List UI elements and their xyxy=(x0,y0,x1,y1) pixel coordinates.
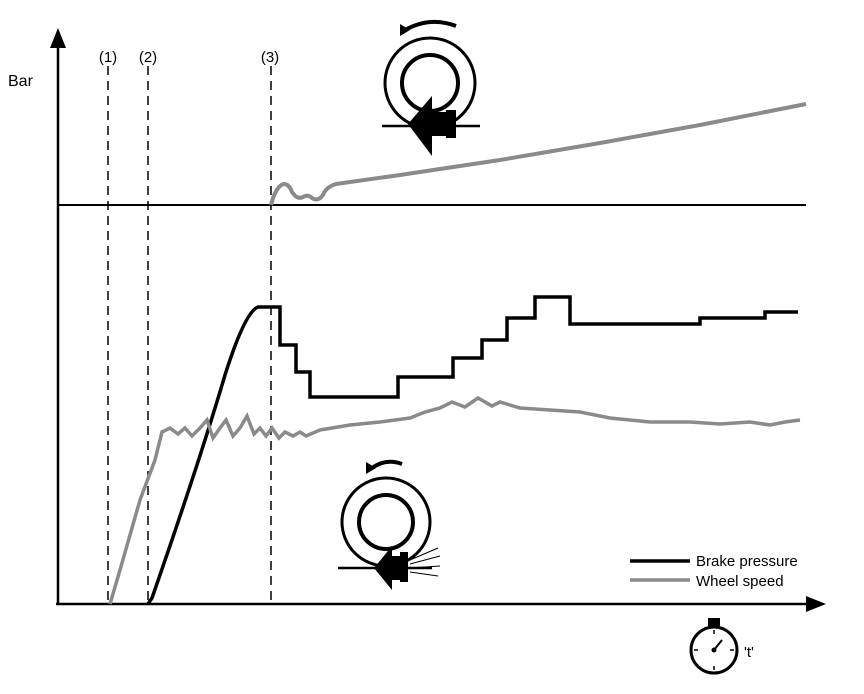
stopwatch-icon xyxy=(689,618,739,675)
y-axis-arrow xyxy=(50,28,66,48)
wheel-speed-upper-series xyxy=(269,102,807,206)
y-axis-label: Bar xyxy=(8,73,34,90)
legend-label-brake-pressure: Brake pressure xyxy=(696,553,798,570)
marker-label-2: (2) xyxy=(139,49,157,66)
x-axis-label: 't' xyxy=(744,644,754,661)
legend-label-wheel-speed: Wheel speed xyxy=(696,573,784,590)
wheel-speed-lower-series xyxy=(108,395,801,605)
marker-label-1: (1) xyxy=(99,49,117,66)
x-axis-arrow xyxy=(806,596,826,612)
legend: Brake pressure Wheel speed xyxy=(630,553,798,590)
wheel-locking-icon xyxy=(382,19,480,156)
wheel-rolling-icon xyxy=(338,459,441,590)
brake-pressure-series xyxy=(146,295,798,605)
marker-label-3: (3) xyxy=(261,49,279,66)
